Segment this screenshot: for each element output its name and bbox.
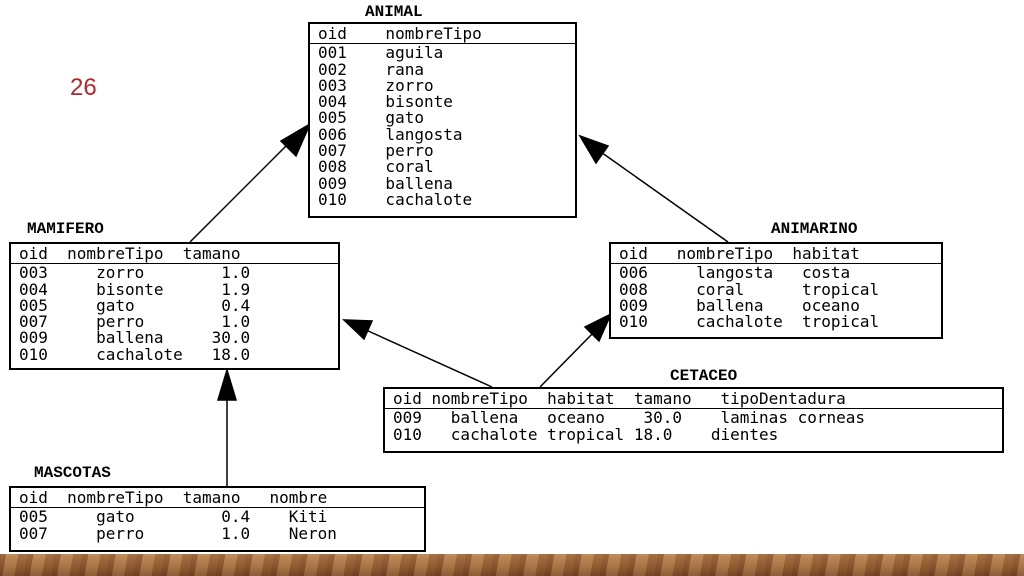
table-row: 010 cachalote 18.0 (19, 344, 251, 364)
arrowhead-animal-left (279, 122, 312, 158)
arrowhead-animarino-bottom (583, 312, 613, 343)
table-row: 004 bisonte 1.9 (19, 279, 251, 299)
slide-number: 26 (70, 74, 97, 101)
arrowhead-mamifero-bottom (216, 367, 238, 401)
table-row: 001 aguila (318, 43, 444, 63)
table-cetaceo: oid nombreTipo habitat tamano tipoDentad… (383, 387, 1004, 453)
table-header: oid nombreTipo habitat (611, 245, 941, 265)
table-mascotas: oid nombreTipo tamano nombre 005 gato 0.… (9, 486, 426, 552)
arrow-animarino-to-animal (597, 149, 729, 243)
table-row: 007 perro 1.0 (19, 312, 251, 332)
table-row: 007 perro 1.0 Neron (19, 523, 337, 543)
wood-floor-strip (0, 554, 1024, 576)
table-header: oid nombreTipo (310, 25, 575, 45)
arrowhead-mamifero-right (342, 319, 374, 341)
table-row: 002 rana (318, 59, 424, 79)
arrowhead-animal-right (578, 134, 610, 165)
table-animarino: oid nombreTipo habitat 006 langosta cost… (609, 242, 943, 339)
table-row: 006 langosta (318, 124, 463, 144)
table-row: 005 gato 0.4 (19, 295, 251, 315)
table-row: 008 coral tropical (619, 279, 880, 299)
table-row: 005 gato (318, 108, 424, 128)
table-row: 009 ballena 30.0 (19, 328, 251, 348)
table-header: oid nombreTipo habitat tamano tipoDentad… (385, 390, 1002, 410)
table-row: 009 ballena (318, 173, 453, 193)
table-row: 007 perro (318, 141, 434, 161)
table-row: 010 cachalote tropical (619, 312, 880, 332)
table-row: 006 langosta costa (619, 263, 851, 283)
table-header: oid nombreTipo tamano nombre (11, 489, 424, 509)
arrow-cetaceo-to-mamifero (365, 329, 493, 388)
table-row: 010 cachalote (318, 189, 473, 209)
table-animal: oid nombreTipo 001 aguila 002 rana 003 z… (308, 22, 577, 218)
table-row: 009 ballena oceano 30.0 laminas corneas (393, 408, 866, 428)
table-row: 009 ballena oceano (619, 295, 860, 315)
table-row: 010 cachalote tropical 18.0 dientes (393, 424, 779, 444)
table-row: 003 zorro 1.0 (19, 263, 251, 283)
arrow-mamifero-to-animal (189, 139, 293, 243)
table-header: oid nombreTipo tamano (11, 245, 338, 265)
table-row: 004 bisonte (318, 92, 453, 112)
table-row: 003 zorro (318, 75, 434, 95)
table-mamifero: oid nombreTipo tamano 003 zorro 1.0 004 … (9, 242, 340, 370)
table-title-mascotas: MASCOTAS (34, 464, 111, 482)
table-title-cetaceo: CETACEO (670, 367, 738, 385)
table-row: 008 coral (318, 157, 434, 177)
table-title-animal: ANIMAL (365, 3, 423, 21)
table-title-mamifero: MAMIFERO (27, 220, 104, 238)
arrow-cetaceo-to-animarino (539, 329, 597, 388)
table-row: 005 gato 0.4 Kiti (19, 507, 328, 527)
table-title-animarino: ANIMARINO (771, 220, 858, 238)
